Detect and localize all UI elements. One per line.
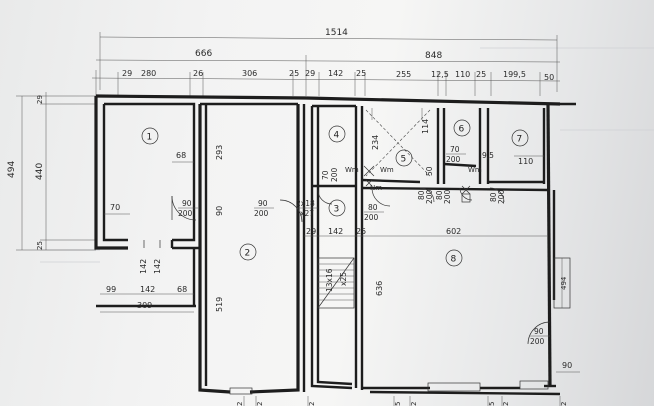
dim-left-overall: 494 xyxy=(7,161,17,178)
dim-seg-280: 280 xyxy=(141,69,156,78)
room8-dim-636: 636 xyxy=(375,281,384,296)
room8-dim-602: 602 xyxy=(446,227,461,236)
room5-dim-80: 80 xyxy=(417,190,426,200)
room5-dim-200: 200 xyxy=(425,189,434,204)
dim-left-upper: 440 xyxy=(35,163,45,180)
dim-left-block: 666 xyxy=(195,49,212,59)
top-dimension-chain: 1514 666 848 29 280 26 306 25 29 142 25 … xyxy=(91,28,561,96)
room-number-8: 8 xyxy=(451,255,457,265)
dim-seg-255: 255 xyxy=(396,70,411,79)
room-number-6: 6 xyxy=(459,125,465,135)
dim-left-bottom: 25 xyxy=(36,241,44,250)
bottom-mark: 2 xyxy=(236,402,244,406)
room4-wm-1: Wm xyxy=(345,166,359,174)
bottom-mark: 2 xyxy=(502,402,510,406)
room5-dim-50: 50 xyxy=(425,166,434,176)
room-number-7: 7 xyxy=(517,135,523,145)
room-number-3: 3 xyxy=(334,205,340,215)
room7-door2-h: 200 xyxy=(443,189,452,204)
bottom-marks: 2 2 2 5 2 5 2 2 xyxy=(236,396,568,406)
room6-door-w: 70 xyxy=(450,145,460,154)
room2-door-h: 200 xyxy=(254,209,269,218)
room-number-2: 2 xyxy=(245,249,251,259)
dim-seg-25a: 25 xyxy=(289,69,299,78)
room4-wm-2: Wm xyxy=(380,166,394,174)
room5-door-w: 80 xyxy=(368,203,378,212)
room3-dim-142: 142 xyxy=(328,227,343,236)
dim-overall: 1514 xyxy=(325,28,348,38)
room1-door-w: 90 xyxy=(182,199,192,208)
room-number-1: 1 xyxy=(147,133,153,143)
room3-stair-h: x27 xyxy=(300,209,314,218)
bottom-mark: 2 xyxy=(560,402,568,406)
lower-dim-309: 309 xyxy=(137,301,152,310)
room6-dim-114: 114 xyxy=(421,119,430,134)
lower-dim-99: 99 xyxy=(106,285,116,294)
dim-right-block: 848 xyxy=(425,51,442,61)
lower-dim-142: 142 xyxy=(140,285,155,294)
right-window xyxy=(553,257,571,309)
room6-wm: Wm xyxy=(468,166,482,174)
bottom-windows xyxy=(229,380,549,395)
bottom-mark: 2 xyxy=(256,402,264,406)
dim-seg-25b: 25 xyxy=(356,69,366,78)
room2-door-w: 90 xyxy=(258,199,268,208)
stairs-dim-a: 13x16 xyxy=(325,268,334,292)
room-number-5: 5 xyxy=(401,155,407,165)
stairs xyxy=(317,257,355,309)
bottom-mark: 2 xyxy=(410,402,418,406)
room1-door-h: 200 xyxy=(178,209,193,218)
room7-door-w: 80 xyxy=(489,192,498,202)
room8-side-dim: 494 xyxy=(560,276,568,290)
lower-dim-68: 68 xyxy=(177,285,187,294)
dim-seg-12-5: 12,5 xyxy=(431,70,449,79)
room5-nm: Nm xyxy=(370,184,382,192)
room5-door-h: 200 xyxy=(364,213,379,222)
room3-dim-25: 25 xyxy=(356,227,366,236)
room4-door-w: 70 xyxy=(321,170,330,180)
dim-seg-26: 26 xyxy=(193,69,203,78)
room7-door-h: 200 xyxy=(497,189,506,204)
lower-dim-142b: 142 xyxy=(153,259,162,274)
room5-dim-234: 234 xyxy=(371,135,380,150)
dim-seg-50: 50 xyxy=(544,73,554,82)
dim-seg-25c: 25 xyxy=(476,70,486,79)
stairs-dim-b: x25 xyxy=(339,272,348,286)
room7-dim-9-5: 9,5 xyxy=(482,151,494,160)
walls xyxy=(94,94,576,396)
room1-dim-68: 68 xyxy=(176,151,186,160)
bottom-mark: 5 xyxy=(488,402,496,406)
room2-dim-293: 293 xyxy=(215,145,224,160)
room2-dim-519: 519 xyxy=(215,297,224,312)
room1-opening: 90 xyxy=(215,206,224,216)
dim-seg-29: 29 xyxy=(122,69,132,78)
room1-dim-70: 70 xyxy=(110,203,120,212)
dim-seg-110: 110 xyxy=(455,70,470,79)
room7-door2-w: 80 xyxy=(435,190,444,200)
room-numbers: 1 2 3 4 5 6 7 8 xyxy=(141,119,529,267)
dim-seg-29b: 29 xyxy=(305,69,315,78)
room8-door-w: 90 xyxy=(534,327,544,336)
bottom-mark: 5 xyxy=(394,402,402,406)
dim-seg-199-5: 199,5 xyxy=(503,70,526,79)
bottom-mark: 2 xyxy=(308,402,316,406)
left-dimension-chain: 494 440 29 25 xyxy=(7,92,96,251)
dim-seg-306: 306 xyxy=(242,69,257,78)
room8-door-h: 200 xyxy=(530,337,545,346)
lower-dim-142a: 142 xyxy=(139,259,148,274)
room3-dim-29: 29 xyxy=(306,227,316,236)
room8-dim-90: 90 xyxy=(562,361,572,370)
room3-stair-w: 2x18 xyxy=(296,199,315,208)
room7-dim-110: 110 xyxy=(518,157,533,166)
room6-door-h: 200 xyxy=(446,155,461,164)
room-number-4: 4 xyxy=(334,131,340,141)
room4-door-h: 200 xyxy=(330,167,339,182)
dim-left-top: 29 xyxy=(36,95,44,104)
dim-seg-142: 142 xyxy=(328,69,343,78)
room5-diagonal xyxy=(365,109,431,177)
